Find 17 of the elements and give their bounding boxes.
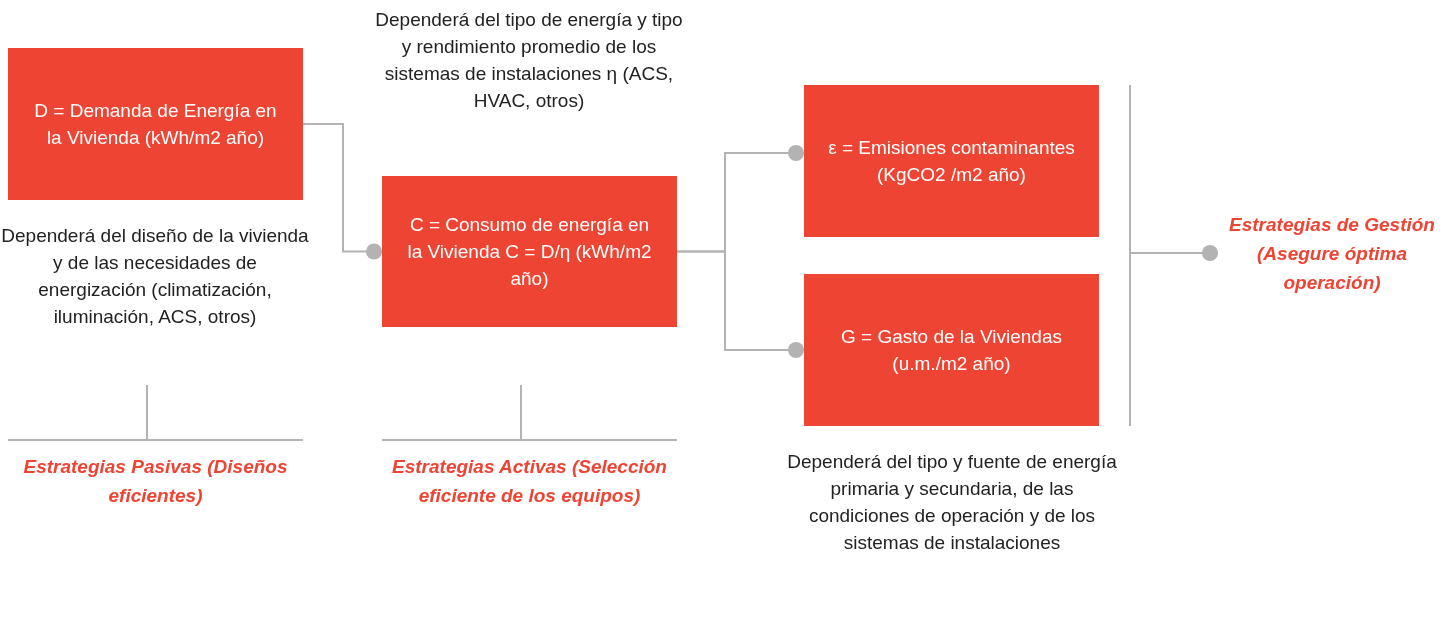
connector	[302, 123, 383, 260]
box-label: ε = Emisiones contaminantes (KgCO2 /m2 año)	[828, 136, 1075, 187]
note-text: Dependerá del tipo de energía y tipo y rendimiento promedio de los sistemas de instalaciones η (ACS, HVAC, otros)	[374, 8, 684, 113]
strategy-text: Estrategias Pasivas (Diseños eficientes)	[22, 455, 289, 508]
process-box	[804, 274, 1099, 426]
strategy-text: Estrategias de Gestión (Asegure óptima operación)	[1218, 205, 1446, 301]
box-label: D = Demanda de Energía en la Vivienda (kWh/m2 año)	[33, 99, 278, 150]
connector	[676, 250, 805, 358]
strategy-text: Estrategias Activas (Selección eficiente de los equipos)	[391, 455, 668, 508]
note-text: Dependerá del tipo y fuente de energía primaria y secundaria, de las condiciones de operación y de los sistemas de instalaciones	[786, 450, 1118, 555]
process-box	[8, 48, 303, 200]
process-box	[804, 85, 1099, 237]
connector	[1129, 245, 1219, 261]
box-label: C = Consumo de energía en la Vivienda C = D/η (kWh/m2 año)	[406, 213, 653, 291]
process-box	[382, 176, 677, 327]
box-label: G = Gasto de la Viviendas (u.m./m2 año)	[840, 325, 1063, 376]
note-text: Dependerá del diseño de la vivienda y de las necesidades de energización (climatización, iluminación, ACS, otros)	[0, 224, 310, 329]
